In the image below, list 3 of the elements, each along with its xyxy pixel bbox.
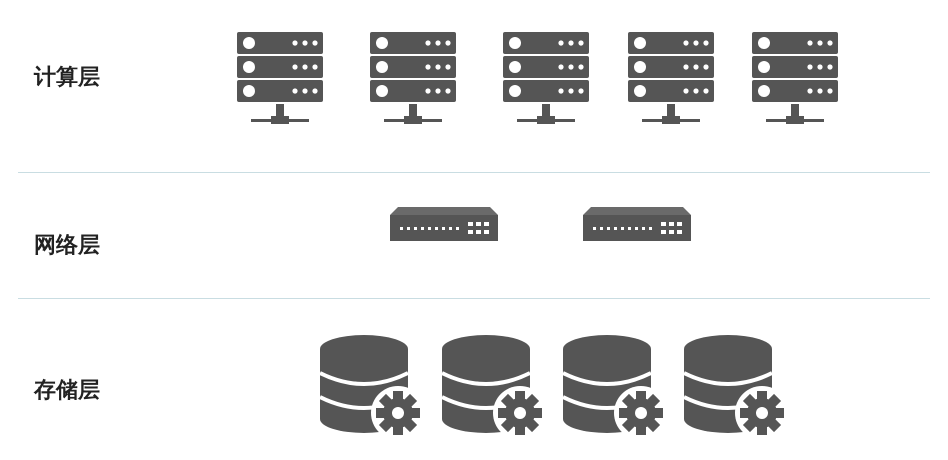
layer-label: 网络层 bbox=[34, 232, 100, 260]
layer-label: 计算层 bbox=[34, 64, 100, 92]
layer-label: 存储层 bbox=[34, 377, 100, 405]
